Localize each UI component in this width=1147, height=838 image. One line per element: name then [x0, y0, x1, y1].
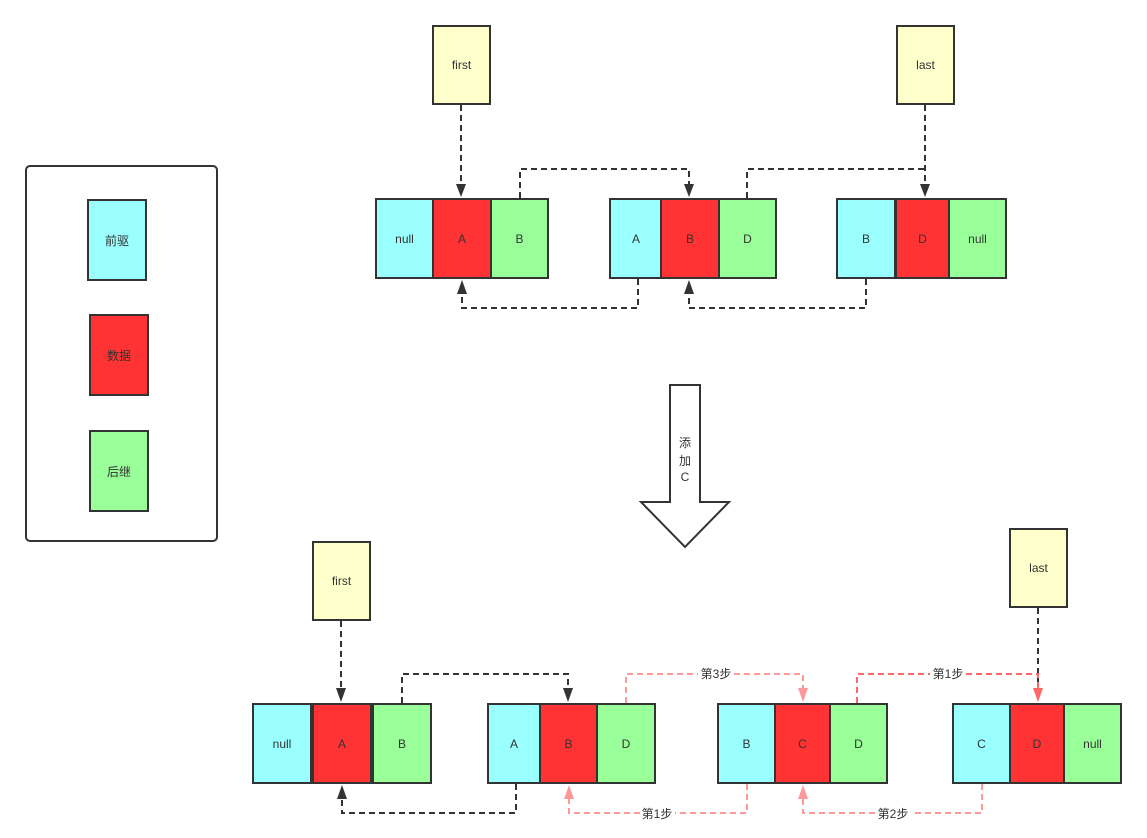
- before-next-link-b-d: [746, 168, 925, 198]
- after-node-4-data: D: [1009, 703, 1065, 784]
- arrowhead-icon: [457, 280, 467, 294]
- arrowhead-icon: [798, 688, 808, 702]
- after-last-label: last: [1029, 561, 1048, 575]
- step2-label: 第2步: [878, 807, 909, 821]
- before-last-pointer: last: [896, 25, 955, 105]
- arrowheads: [336, 184, 1043, 799]
- after-node-2-prev: A: [487, 703, 541, 784]
- cell-value: null: [395, 231, 414, 246]
- cell-value: B: [397, 736, 406, 751]
- cell-value: D: [918, 231, 927, 246]
- before-node-1-prev: null: [375, 198, 434, 279]
- cell-value: B: [564, 736, 573, 751]
- after-node-3-data: C: [774, 703, 831, 784]
- arrowhead-icon: [456, 184, 466, 197]
- arrowhead-icon: [336, 688, 346, 702]
- after-node-1-next: B: [372, 703, 432, 784]
- before-node-2-data: B: [660, 198, 720, 279]
- cell-value: A: [457, 231, 466, 246]
- before-node-2-prev: A: [609, 198, 663, 279]
- after-node-2-data: B: [539, 703, 598, 784]
- before-node-2-next: D: [718, 198, 777, 279]
- cell-value: B: [515, 231, 524, 246]
- cell-value: C: [977, 736, 986, 751]
- after-node-1-data: A: [312, 703, 372, 784]
- step1-bottom-label: 第1步: [642, 807, 673, 821]
- legend-data-label: 数据: [106, 348, 131, 363]
- transition-label-line3: C: [681, 470, 690, 484]
- cell-value: null: [968, 231, 987, 246]
- cell-value: B: [742, 736, 751, 751]
- legend-prev-swatch: 前驱: [87, 199, 147, 281]
- cell-value: D: [854, 736, 863, 751]
- arrowhead-icon: [684, 184, 694, 197]
- before-first-label: first: [451, 58, 472, 72]
- legend-next-swatch: 后继: [89, 430, 149, 512]
- cell-value: B: [685, 231, 694, 246]
- cell-value: null: [1083, 736, 1102, 751]
- cell-value: B: [861, 231, 870, 246]
- cell-value: D: [743, 231, 752, 246]
- transition-arrow-icon: [638, 384, 732, 549]
- after-step2-link: [802, 784, 983, 814]
- transition-label-line1: 添: [679, 436, 691, 450]
- step1-top-label: 第1步: [933, 667, 964, 681]
- cell-value: D: [621, 736, 631, 751]
- arrowhead-icon: [684, 280, 694, 294]
- before-prev-link-d-b: [688, 279, 867, 309]
- before-node-3-prev: B: [836, 198, 896, 279]
- arrowhead-icon: [563, 688, 573, 702]
- after-node-4-next: null: [1063, 703, 1122, 784]
- before-node-1-next: B: [490, 198, 549, 279]
- after-first-pointer: first: [312, 541, 371, 621]
- legend-next-label: 后继: [106, 464, 131, 479]
- cell-value: null: [272, 736, 292, 751]
- after-node-3-prev: B: [717, 703, 776, 784]
- after-node-2-next: D: [596, 703, 656, 784]
- cell-value: C: [798, 736, 807, 751]
- step3-label: 第3步: [701, 667, 732, 681]
- cell-value: A: [631, 231, 640, 246]
- before-node-1-data: A: [432, 198, 492, 279]
- after-next-link-a-b: [401, 673, 569, 703]
- before-next-link-a-b: [519, 168, 690, 198]
- after-step3-link: [625, 673, 804, 703]
- arrowhead-icon: [564, 785, 574, 799]
- before-first-pointer: first: [432, 25, 491, 105]
- arrowhead-icon: [337, 785, 347, 799]
- cell-value: A: [509, 736, 518, 751]
- cell-value: D: [1032, 736, 1042, 751]
- transition-label-line2: 加: [679, 454, 691, 468]
- after-last-pointer: last: [1009, 528, 1068, 608]
- after-node-1-prev: null: [252, 703, 312, 784]
- before-last-label: last: [916, 58, 935, 72]
- after-step1-top-link: [856, 673, 1039, 703]
- before-node-3-data: D: [895, 198, 950, 279]
- after-step1-bottom-link: [568, 784, 748, 814]
- arrowhead-icon: [1033, 688, 1043, 702]
- before-node-3-next: null: [948, 198, 1007, 279]
- arrowhead-icon: [798, 785, 808, 799]
- legend-prev-label: 前驱: [104, 233, 129, 248]
- after-node-3-next: D: [829, 703, 888, 784]
- after-first-label: first: [331, 574, 352, 588]
- after-prev-link-b-a: [341, 784, 517, 814]
- before-prev-link-b-a: [461, 279, 639, 309]
- cell-value: A: [337, 736, 346, 751]
- arrowhead-icon: [920, 184, 930, 197]
- legend-data-swatch: 数据: [89, 314, 149, 396]
- after-node-4-prev: C: [952, 703, 1011, 784]
